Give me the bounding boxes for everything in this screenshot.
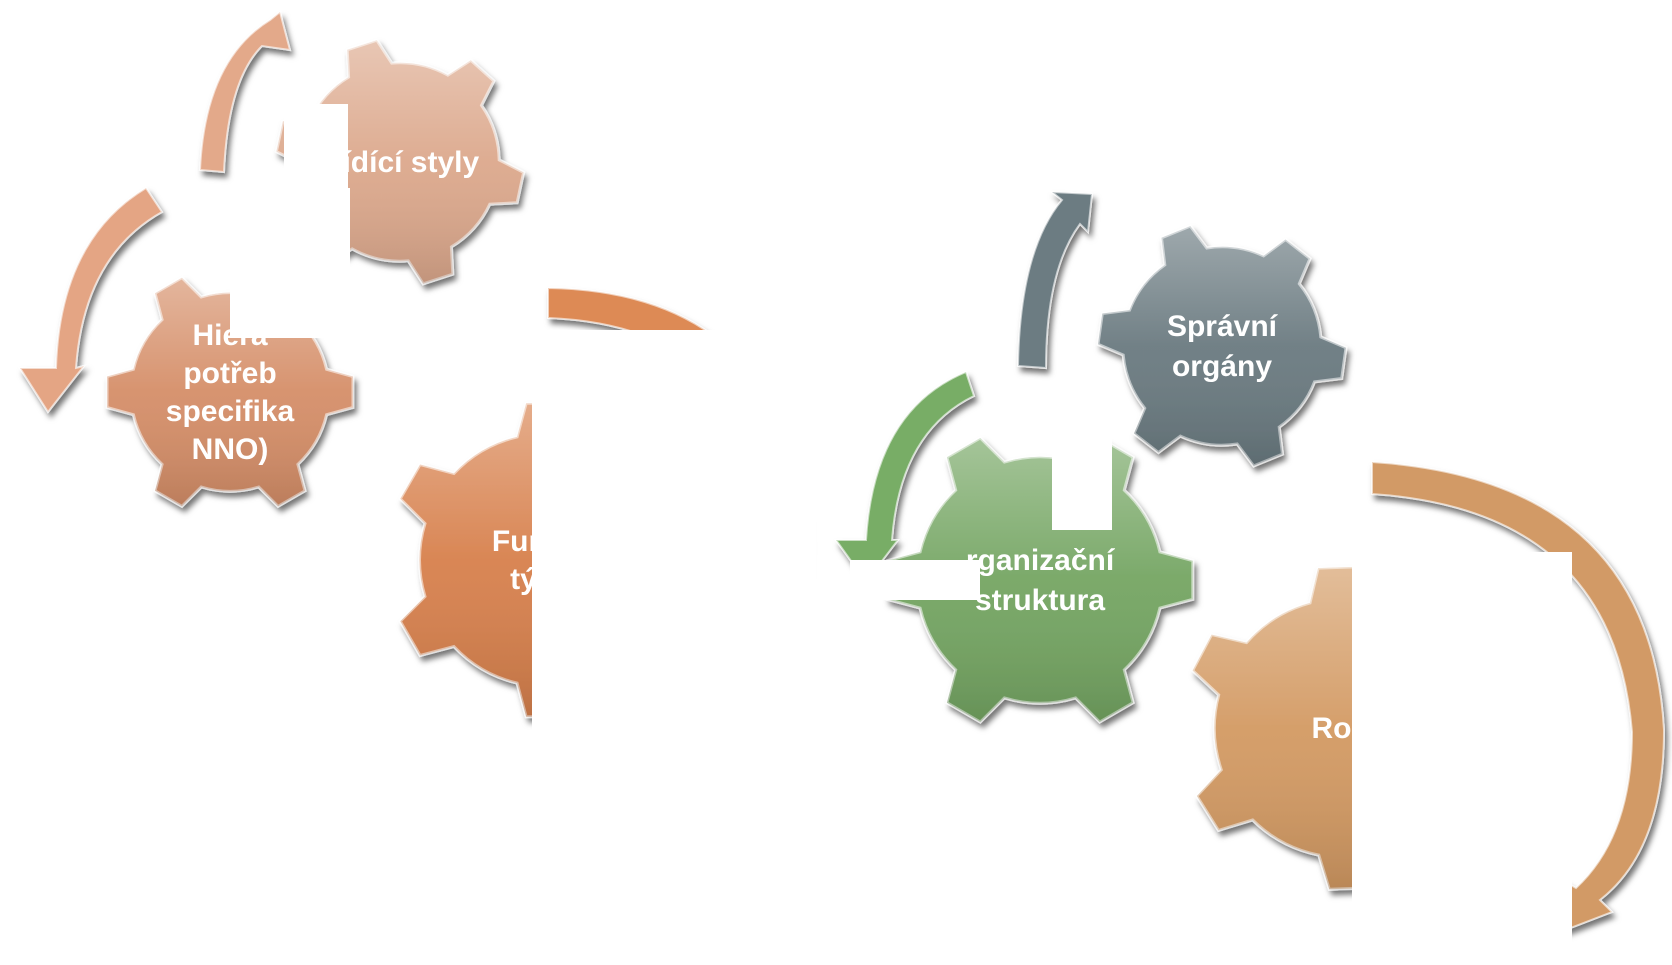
gear-label-line: rganizační	[966, 544, 1116, 577]
gear-label-line: struktura	[975, 584, 1105, 617]
gear-organizacni-struktura: rganizační struktura	[885, 436, 1195, 724]
gear-label-line: Správní	[1167, 310, 1279, 343]
gear-label-line: NNO)	[192, 433, 269, 466]
gear-gloss	[887, 438, 1193, 722]
occlusion-block	[230, 188, 350, 338]
occlusion-block	[1052, 380, 1112, 530]
arrow-top-left	[198, 10, 292, 174]
curved-arrow	[1371, 460, 1666, 934]
occlusion-block	[284, 104, 348, 188]
occlusion-block	[850, 560, 980, 600]
arrow-left	[18, 186, 164, 414]
gear-label-line: orgány	[1172, 350, 1272, 383]
gear-label-line: specifika	[166, 395, 295, 428]
occlusion-block	[1352, 552, 1572, 965]
gear-spravni-organy: Správní orgány	[1096, 224, 1348, 468]
curved-arrow	[198, 10, 292, 174]
occlusion-block	[352, 314, 542, 334]
arrow-top-right	[1016, 190, 1094, 370]
gear-label-line: potřeb	[183, 357, 276, 390]
curved-arrow	[18, 186, 164, 414]
gear-label-organizacni-struktura: rganizační struktura	[966, 544, 1116, 617]
curved-arrow	[1016, 190, 1094, 370]
gear-gloss	[1098, 226, 1346, 466]
gear-label-spravni-organy: Správní orgány	[1167, 310, 1279, 383]
arrow-big-right	[1371, 460, 1666, 934]
occlusion-block	[532, 330, 816, 764]
